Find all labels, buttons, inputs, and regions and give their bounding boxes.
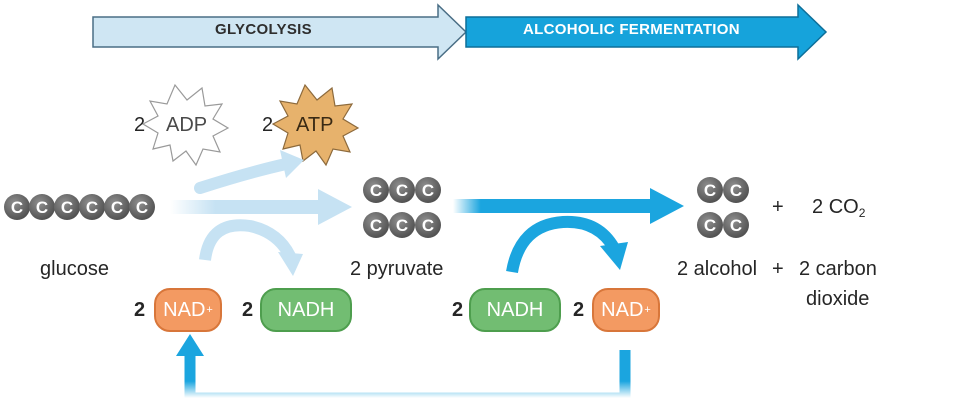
pyruvate-carbon-atom: C xyxy=(389,177,415,203)
carbon-letter: C xyxy=(704,181,716,200)
glucose-carbon-atom: C xyxy=(129,194,155,220)
alcohol-carbon-atom: C xyxy=(697,212,723,238)
carbon-letter: C xyxy=(111,198,123,217)
carbon-letter: C xyxy=(136,198,148,217)
carbon-letter: C xyxy=(370,216,382,235)
glucose-carbon-atom: C xyxy=(4,194,30,220)
nad-recycle-loop-arrow xyxy=(184,350,631,404)
pyruvate-carbon-atom: C xyxy=(389,212,415,238)
atp-label: ATP xyxy=(296,114,334,136)
glycolysis-phase-arrow xyxy=(92,3,468,61)
adp-starburst xyxy=(141,83,230,167)
nad-in-label: NAD xyxy=(163,298,206,321)
glucose-carbon-atom: C xyxy=(104,194,130,220)
adp-coefficient: 2 xyxy=(134,114,146,136)
alcohol-label: 2 alcohol xyxy=(677,258,758,280)
alcohol-carbon-atom: C xyxy=(723,177,749,203)
nadh-in-pill: NADH xyxy=(469,288,561,332)
nadh-to-nad-arrowhead xyxy=(600,242,628,270)
co2-caption-line1: 2 carbon xyxy=(799,258,877,280)
glucose-label: glucose xyxy=(40,258,109,280)
carbon-letter: C xyxy=(86,198,98,217)
pyruvate-carbon-atom: C xyxy=(363,212,389,238)
atp-starburst xyxy=(271,83,360,167)
carbon-letter: C xyxy=(396,216,408,235)
nad-to-nadh-arrowhead xyxy=(278,252,303,276)
pyruvate-carbon-atom: C xyxy=(363,177,389,203)
carbon-letter: C xyxy=(730,181,742,200)
carbon-letter: C xyxy=(11,198,23,217)
carbon-letter: C xyxy=(36,198,48,217)
nadh-to-nad-curve-arrow xyxy=(506,215,620,274)
nad-out-pill: NAD+ xyxy=(592,288,660,332)
carbon-letter: C xyxy=(730,216,742,235)
nad-out-charge: + xyxy=(644,304,651,316)
adp-label: ADP xyxy=(166,114,208,136)
fermentation-label: ALCOHOLIC FERMENTATION xyxy=(523,21,740,38)
glycolysis-label: GLYCOLYSIS xyxy=(215,21,312,38)
co2-coefficient: 2 xyxy=(812,196,824,218)
pyruvate-label: 2 pyruvate xyxy=(350,258,444,280)
nadh-out-label: NADH xyxy=(277,298,335,321)
co2-formula: 2 CO2 xyxy=(812,196,865,220)
adp-to-atp-curve-arrow xyxy=(194,158,292,194)
nad-recycle-loop-arrowhead xyxy=(176,334,204,356)
glucose-carbon-atom: C xyxy=(29,194,55,220)
nad-in-charge: + xyxy=(206,304,213,316)
nadh-in-coefficient: 2 xyxy=(452,299,464,321)
carbon-letter: C xyxy=(422,216,434,235)
co2-subscript: 2 xyxy=(858,206,866,220)
fermentation-phase-arrow xyxy=(465,3,828,61)
alcohol-carbon-atom: C xyxy=(723,212,749,238)
nad-out-label: NAD xyxy=(601,298,644,321)
co2-plus: + xyxy=(772,196,784,218)
atp-coefficient: 2 xyxy=(262,114,274,136)
carbon-letter: C xyxy=(704,216,716,235)
adp-to-atp-arrowhead xyxy=(280,150,304,178)
pyruvate-carbon-atom: C xyxy=(415,177,441,203)
pyruvate-to-alcohol-arrow xyxy=(453,188,684,224)
glucose-carbon-atom: C xyxy=(79,194,105,220)
co2-caption-line2: dioxide xyxy=(806,288,870,310)
glucose-to-pyruvate-arrow xyxy=(170,189,352,225)
nad-to-nadh-curve-arrow xyxy=(199,219,296,262)
alcohol-carbon-atom: C xyxy=(697,177,723,203)
carbon-letter: C xyxy=(370,181,382,200)
nad-out-coefficient: 2 xyxy=(573,299,585,321)
co2-caption-plus: + xyxy=(772,258,784,280)
nad-in-coefficient: 2 xyxy=(134,299,146,321)
pyruvate-carbon-atom: C xyxy=(415,212,441,238)
nadh-in-label: NADH xyxy=(486,298,544,321)
nadh-out-coefficient: 2 xyxy=(242,299,254,321)
carbon-letter: C xyxy=(61,198,73,217)
co2-molecule: CO xyxy=(828,196,859,218)
nad-in-pill: NAD+ xyxy=(154,288,222,332)
carbon-letter: C xyxy=(422,181,434,200)
carbon-letter: C xyxy=(396,181,408,200)
glucose-carbon-atom: C xyxy=(54,194,80,220)
nadh-out-pill: NADH xyxy=(260,288,352,332)
